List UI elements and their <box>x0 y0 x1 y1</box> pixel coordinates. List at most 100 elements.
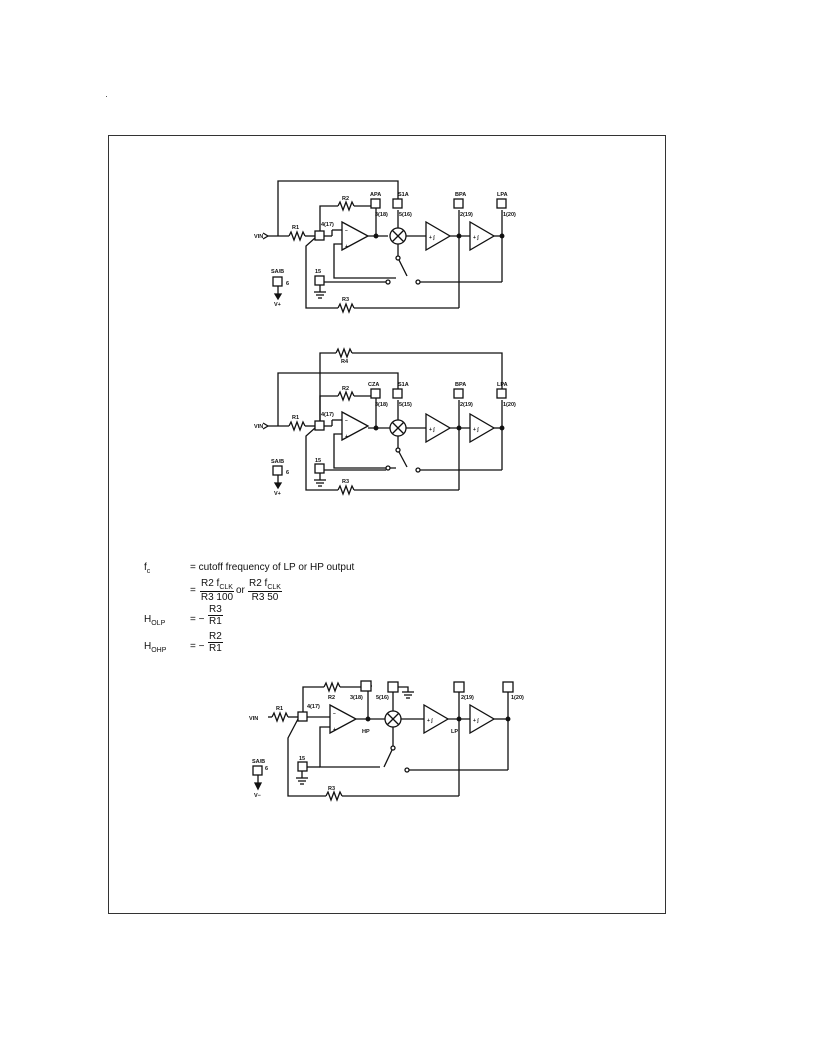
pin-4-box-2 <box>314 420 325 431</box>
r2-resistor-2 <box>337 390 355 402</box>
or-text: or <box>236 585 245 596</box>
r1-resistor-3 <box>271 711 289 723</box>
diagram-3-lp-hp <box>252 680 514 802</box>
d3-r1-label: R1 <box>276 706 283 712</box>
d2-sab-label: SA/B <box>271 459 284 465</box>
bp-pin-box <box>453 198 464 209</box>
d1-sab-label: SA/B <box>271 269 284 275</box>
pin-15-box-3 <box>297 761 308 772</box>
d1-pin1-label: 1(20) <box>503 212 516 218</box>
svg-text:−: − <box>345 418 348 424</box>
integrator-1b <box>469 220 496 252</box>
d1-r2-label: R2 <box>342 196 349 202</box>
holp-fraction: R3 R1 <box>208 604 223 627</box>
r1-resistor-2 <box>288 420 306 432</box>
d3-pin2-label: 2(19) <box>461 695 474 701</box>
svg-text:+: + <box>345 244 348 250</box>
r4-resistor <box>335 347 353 359</box>
d3-r3-label: R3 <box>328 786 335 792</box>
svg-text:+ ∫: + ∫ <box>427 718 433 724</box>
d2-vplus-label: V+ <box>274 491 281 497</box>
d2-pin3-label: 3(18) <box>375 402 388 408</box>
d2-lp-label: LPA <box>497 382 508 388</box>
d3-vin-label: VIN <box>249 716 258 722</box>
d1-pin4-label: 4(17) <box>321 222 334 228</box>
d1-bp-label: BPA <box>455 192 466 198</box>
svg-text:+ ∫: + ∫ <box>429 427 435 433</box>
s1-pin-box <box>392 198 403 209</box>
d3-hp-label: HP <box>362 729 370 735</box>
d1-pin15-label: 15 <box>315 269 321 275</box>
d1-ap-label: APA <box>370 192 381 198</box>
diagram-2-notch <box>262 347 507 496</box>
pin-4-box <box>314 230 325 241</box>
d3-sab-label: SA/B <box>252 759 265 765</box>
pin-2-box-3 <box>453 681 465 693</box>
d1-pin6-label: 6 <box>286 281 289 287</box>
d2-r3-label: R3 <box>342 479 349 485</box>
fc-symbol: fc <box>144 562 151 575</box>
d2-pin2-label: 2(19) <box>460 402 473 408</box>
svg-text:+: + <box>345 434 348 440</box>
d3-r2-label: R2 <box>328 695 335 701</box>
lp-pin-box-2 <box>496 388 507 399</box>
pin-15-box <box>314 275 325 286</box>
r1-resistor <box>288 230 306 242</box>
r3-resistor-2 <box>337 484 355 496</box>
svg-text:+ ∫: + ∫ <box>429 235 435 241</box>
r3-resistor-3 <box>325 790 343 802</box>
d1-vplus-label: V+ <box>274 302 281 308</box>
figure-frame <box>108 135 666 914</box>
opamp-1 <box>341 220 370 252</box>
integrator-3b <box>469 703 496 735</box>
d2-pin4-label: 4(17) <box>321 412 334 418</box>
svg-text:+ ∫: + ∫ <box>473 235 479 241</box>
hohp-fraction: R2 R1 <box>208 631 223 654</box>
d3-pin5-label: 5(16) <box>376 695 389 701</box>
d1-pin3-label: 3(18) <box>375 212 388 218</box>
hohp-symbol: HOHP <box>144 641 167 654</box>
d2-cz-label: CZA <box>368 382 379 388</box>
diagram-2-labels: VIN R1 R2 R3 R4 CZA S1A BPA LPA 4(17) 3(… <box>254 359 516 497</box>
d2-r2-label: R2 <box>342 386 349 392</box>
r2-resistor <box>337 200 355 212</box>
integrator-2b <box>469 412 496 444</box>
svg-text:+: + <box>333 727 336 733</box>
sab-pin-box-3 <box>252 765 263 776</box>
svg-text:+ ∫: + ∫ <box>473 427 479 433</box>
stray-dot <box>106 96 107 97</box>
diagram-1-labels: VIN R1 R2 R3 APA S1A BPA LPA 4(17) 3(18)… <box>254 192 516 308</box>
d3-pin1-label: 1(20) <box>511 695 524 701</box>
holp-eq: = − <box>190 614 205 625</box>
diagram-1-lp-hp <box>262 180 507 314</box>
bp-pin-box-2 <box>453 388 464 399</box>
svg-text:−: − <box>345 228 348 234</box>
d3-vminus-label: V− <box>254 793 261 799</box>
d3-pin4-label: 4(17) <box>307 704 320 710</box>
d2-pin1-label: 1(20) <box>503 402 516 408</box>
sab-pin-box-2 <box>272 465 283 476</box>
lp-pin-box <box>496 198 507 209</box>
d1-pin5-label: 5(16) <box>399 212 412 218</box>
fc-fraction-1: R2 fCLK R3 100 <box>200 578 234 603</box>
pin-1-box-3 <box>502 681 514 693</box>
s1-pin-box-2 <box>392 388 403 399</box>
d1-r3-label: R3 <box>342 297 349 303</box>
d3-lp-label: LP <box>451 729 458 735</box>
d1-lp-label: LPA <box>497 192 508 198</box>
d2-r4-label: R4 <box>341 359 349 365</box>
hohp-eq: = − <box>190 641 205 652</box>
fc-eq-sign: = <box>190 585 196 596</box>
ap-pin-box <box>370 198 381 209</box>
pin-4-box-3 <box>297 711 308 722</box>
d2-pin5-label: 5(15) <box>399 402 412 408</box>
d3-pin6-label: 6 <box>265 766 268 772</box>
d1-r1-label: R1 <box>292 225 299 231</box>
cz-pin-box <box>370 388 381 399</box>
d1-vin-label: VIN <box>254 234 263 240</box>
fc-fraction-2: R2 fCLK R3 50 <box>248 578 282 603</box>
integrator-3a <box>423 703 450 735</box>
d2-pin6-label: 6 <box>286 470 289 476</box>
d2-pin15-label: 15 <box>315 458 321 464</box>
